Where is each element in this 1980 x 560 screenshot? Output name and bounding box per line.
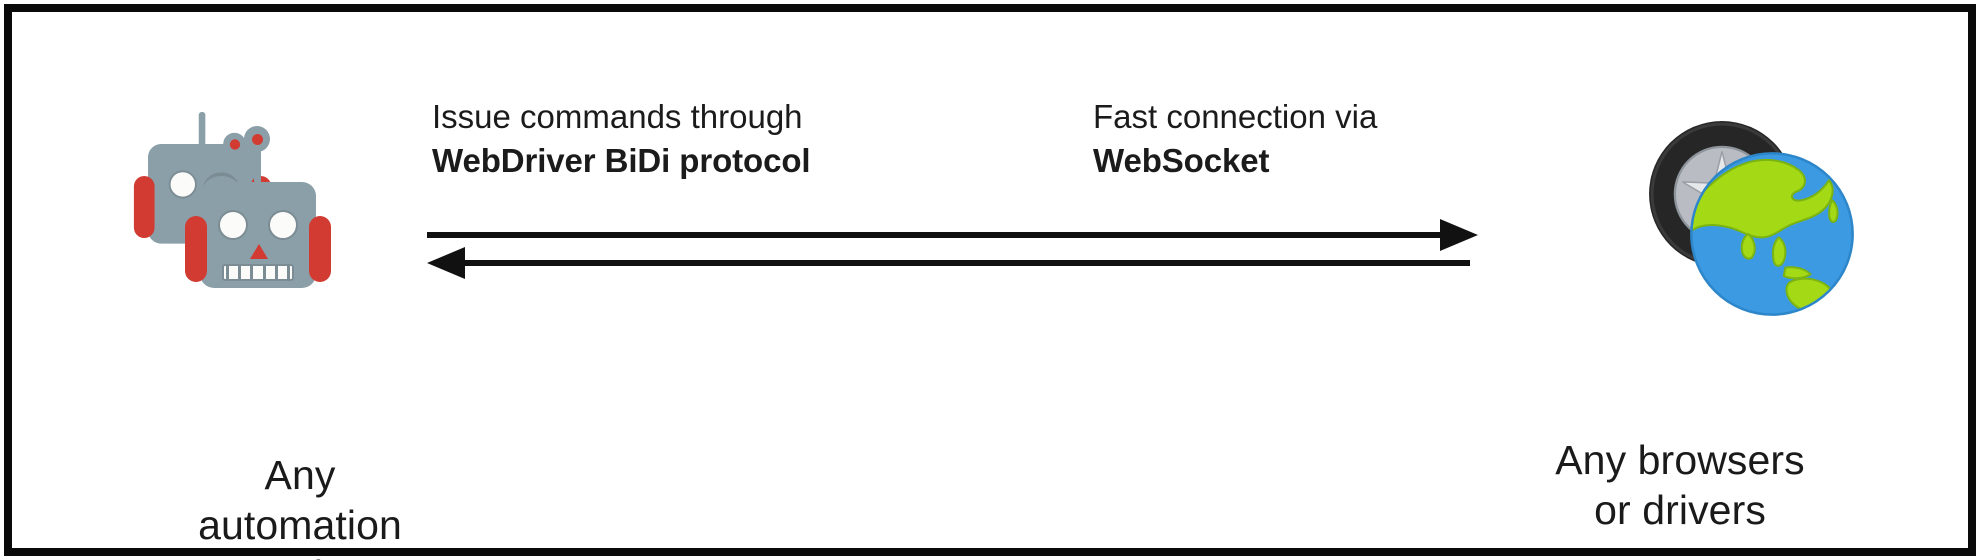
robot-antenna-stem xyxy=(254,148,261,184)
robot-icon xyxy=(70,112,390,320)
caption-line: tools xyxy=(70,550,530,560)
robot-ear-right xyxy=(309,216,331,282)
robot-ear-left xyxy=(133,175,155,238)
edge-label-line1: Issue commands through xyxy=(432,98,803,135)
robot-eye-left xyxy=(218,210,248,240)
edge-label-line2: WebDriver BiDi protocol xyxy=(432,141,811,179)
robot-brow xyxy=(202,172,241,191)
robot-eye-left xyxy=(168,170,197,199)
caption-line: Any browsers xyxy=(1555,437,1805,483)
edge-label-line2: WebSocket xyxy=(1093,141,1270,179)
diagram-frame xyxy=(4,4,1976,556)
right-node-caption: Any browsers or drivers xyxy=(1440,435,1920,535)
globe-icon xyxy=(1690,152,1854,316)
robot-tooth xyxy=(238,266,242,279)
edge-label-websocket: Fast connection via WebSocket xyxy=(1093,95,1377,183)
robot-mouth xyxy=(222,264,294,281)
node-browsers-drivers: Any browsers or drivers xyxy=(1500,110,1920,533)
caption-line: Any xyxy=(264,452,336,498)
caption-line: automation xyxy=(198,502,402,549)
robot-nose xyxy=(250,244,268,259)
robot-tooth xyxy=(226,266,229,279)
robot-tooth xyxy=(274,266,278,279)
robot-antenna-ball xyxy=(223,132,246,156)
edge-label-webdriver-bidi: Issue commands through WebDriver BiDi pr… xyxy=(432,95,811,183)
robot-tooth xyxy=(250,266,254,279)
caption-line: or drivers xyxy=(1594,487,1766,534)
left-node-caption: Any automation tools xyxy=(70,450,530,560)
robot-head xyxy=(185,126,331,288)
robot-tooth xyxy=(286,266,290,279)
node-automation-tools: Any automation tools xyxy=(70,112,402,560)
robot-tooth xyxy=(262,266,266,279)
robot-antenna-stem xyxy=(198,112,206,146)
robot-ear-left xyxy=(185,216,207,282)
globe-wheel-icon xyxy=(1500,110,1920,320)
robot-antenna-ball xyxy=(244,126,270,152)
robot-eye-right xyxy=(268,210,298,240)
edge-label-line1: Fast connection via xyxy=(1093,98,1378,135)
